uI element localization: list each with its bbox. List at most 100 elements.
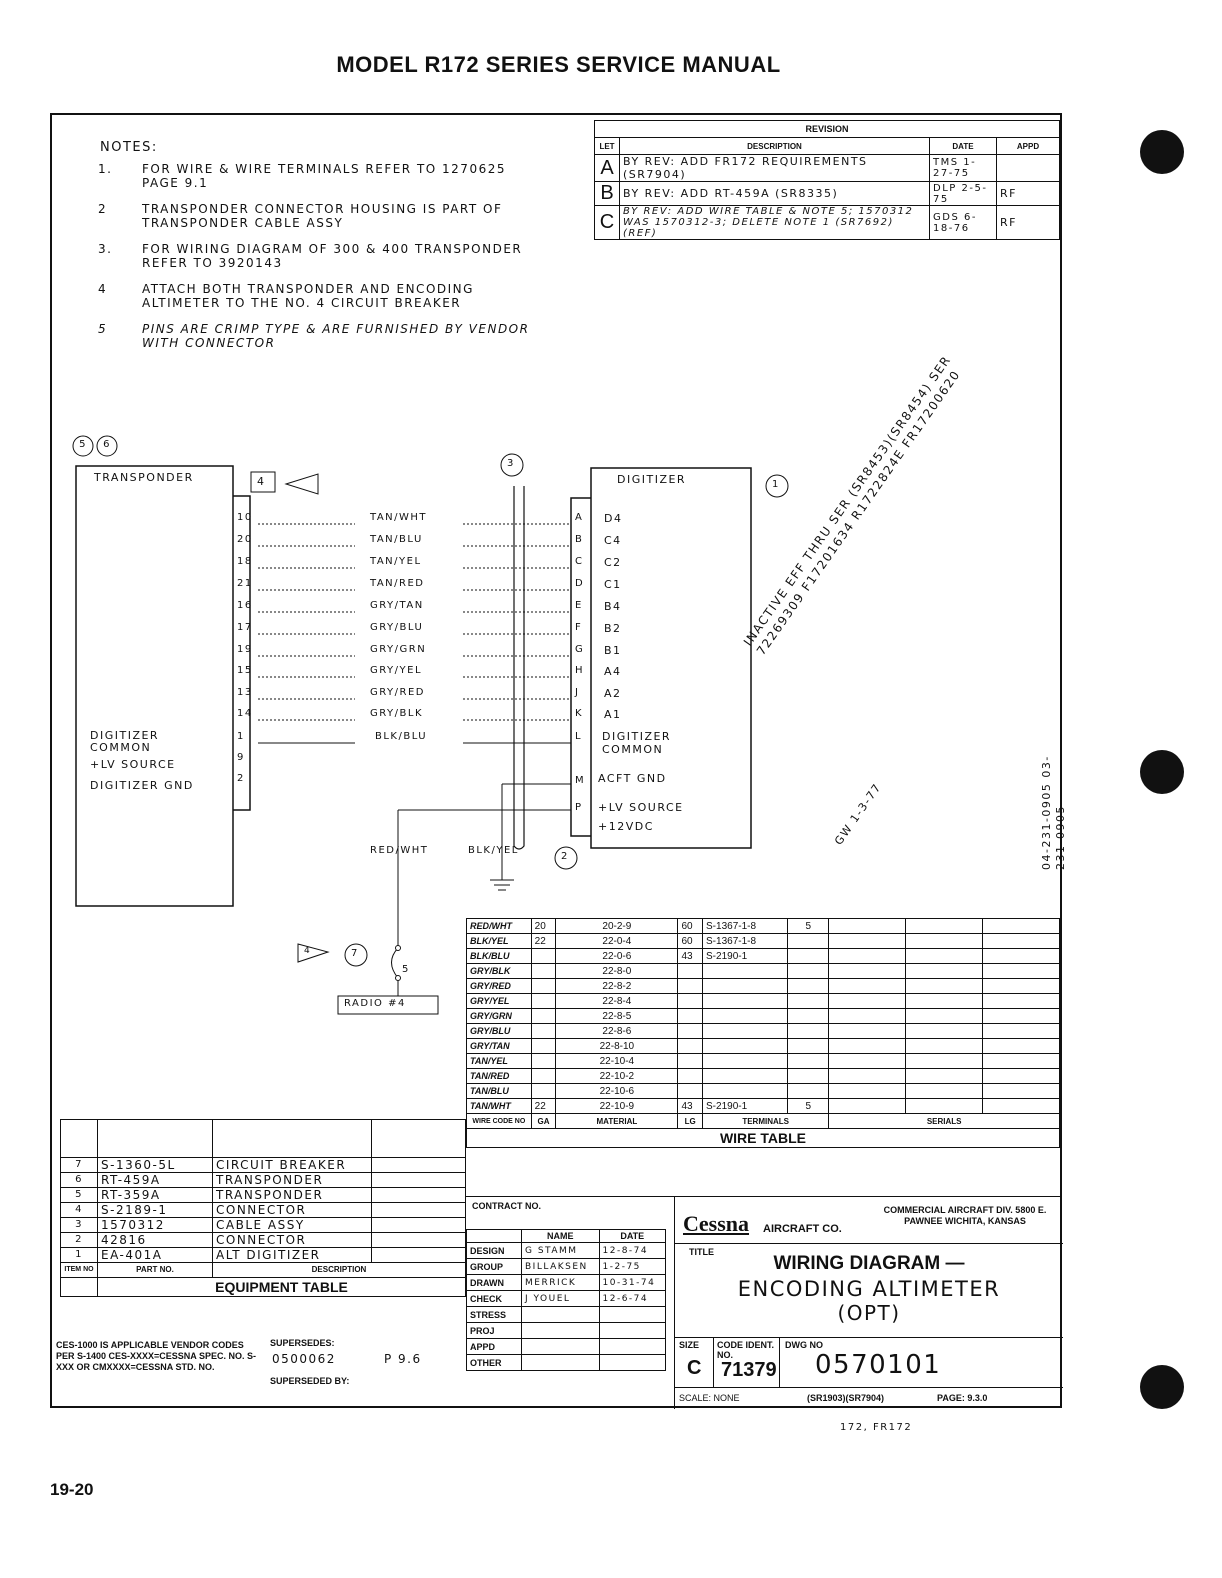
dwg-label: DWG NO <box>785 1340 823 1350</box>
notes-list: 1.FOR WIRE & WIRE TERMINALS REFER TO 127… <box>98 162 568 350</box>
notes-title: NOTES: <box>100 140 158 155</box>
callout-1-text: 1 <box>772 479 780 490</box>
blk-yel-label: BLK/YEL <box>468 845 519 856</box>
page-number: 19-20 <box>50 1480 94 1499</box>
wire-label: GRY/RED <box>370 687 426 698</box>
punch-hole <box>1140 1365 1184 1409</box>
wire-label: GRY/GRN <box>370 644 427 655</box>
dwg-value: 0570101 <box>815 1350 942 1380</box>
code-label: CODE IDENT. NO. <box>717 1340 775 1360</box>
transponder-pin: 1 <box>237 731 245 742</box>
transponder-pin: 9 <box>237 752 245 763</box>
title-line1: WIRING DIAGRAM — <box>773 1253 965 1274</box>
title-line2: ENCODING ALTIMETER <box>737 1277 1001 1301</box>
transponder-pin: 16 <box>237 600 253 611</box>
callout-3-text: 3 <box>507 458 515 469</box>
digitizer-label: DIGITIZER <box>617 473 687 486</box>
eq-header: ITEM NO <box>60 1262 98 1278</box>
digitizer-pin: M <box>575 775 586 786</box>
digitizer-signal: A1 <box>604 708 622 721</box>
callout-7 <box>344 943 368 967</box>
eq-header: DESCRIPTION <box>212 1262 466 1278</box>
wire-label: GRY/YEL <box>370 665 423 676</box>
transponder-pin: 14 <box>237 708 253 719</box>
footnote: 172, FR172 <box>840 1422 913 1433</box>
digitizer-signal: C4 <box>604 534 622 547</box>
wire-label: TAN/RED <box>370 578 425 589</box>
radio-label: RADIO #4 <box>344 998 406 1009</box>
punch-hole <box>1140 750 1184 794</box>
digitizer-signal: D4 <box>604 512 623 525</box>
punch-hole <box>1140 130 1184 174</box>
callout-1 <box>765 474 789 498</box>
digitizer-pin: J <box>575 687 580 698</box>
digitizer-pin: E <box>575 600 583 611</box>
twelve-vdc: +12VDC <box>598 820 654 833</box>
digitizer-pin: K <box>575 708 584 719</box>
callout-flag <box>297 943 330 963</box>
callout-flag <box>284 473 319 495</box>
signoff-row: OTHER <box>466 1354 666 1371</box>
transponder-pin: 18 <box>237 556 253 567</box>
digitizer-common: DIGITIZER COMMON <box>602 730 672 756</box>
code-value: 71379 <box>721 1359 777 1381</box>
eq-header: PART NO. <box>97 1262 213 1278</box>
digitizer-pin: C <box>575 556 584 567</box>
cable-bundle <box>513 486 525 850</box>
signoff-row: STRESS <box>466 1306 666 1323</box>
callout-7-text: 7 <box>351 948 359 959</box>
company-suffix: AIRCRAFT CO. <box>763 1223 842 1235</box>
signoff-row: APPD <box>466 1338 666 1355</box>
wire-label: TAN/BLU <box>370 534 423 545</box>
title-area: Cessna AIRCRAFT CO. COMMERCIAL AIRCRAFT … <box>674 1197 1063 1409</box>
size-label: SIZE <box>679 1340 700 1350</box>
wire-lines <box>258 523 571 744</box>
transponder-pin: 20 <box>237 534 253 545</box>
title-label: TITLE <box>689 1247 714 1257</box>
sr-numbers: (SR1903)(SR7904) <box>807 1393 885 1403</box>
wire-label: GRY/BLK <box>370 708 424 719</box>
digitizer-box <box>590 467 752 849</box>
wire-label: BLK/BLU <box>375 731 428 742</box>
callout-5 <box>72 435 94 457</box>
contract-no: CONTRACT NO. <box>472 1201 541 1211</box>
transponder-connector <box>233 495 251 811</box>
red-wht-label: RED/WHT <box>370 845 429 856</box>
transponder-pin: 21 <box>237 578 253 589</box>
callout-2-text: 2 <box>561 851 569 862</box>
wire-label: GRY/TAN <box>370 600 424 611</box>
callout-6 <box>96 435 118 457</box>
digitizer-pin: H <box>575 665 585 676</box>
circuit-breaker <box>391 947 399 979</box>
scale: SCALE: NONE <box>679 1393 740 1403</box>
digitizer-pin: L <box>575 731 583 742</box>
drawing-frame <box>50 113 1062 1408</box>
ground-symbol <box>490 879 514 891</box>
digitizer-signal: B1 <box>604 644 622 657</box>
size-value: C <box>687 1357 702 1379</box>
title-line3: (OPT) <box>837 1301 901 1325</box>
wire-label: GRY/BLU <box>370 622 424 633</box>
cessna-logo: Cessna <box>683 1211 750 1236</box>
left-lv-source: +LV SOURCE <box>90 758 176 771</box>
digitizer-pin: F <box>575 622 583 633</box>
left-digitizer-common: DIGITIZER COMMON <box>90 729 160 754</box>
ces-note: CES-1000 IS APPLICABLE VENDOR CODES PER … <box>56 1340 256 1372</box>
